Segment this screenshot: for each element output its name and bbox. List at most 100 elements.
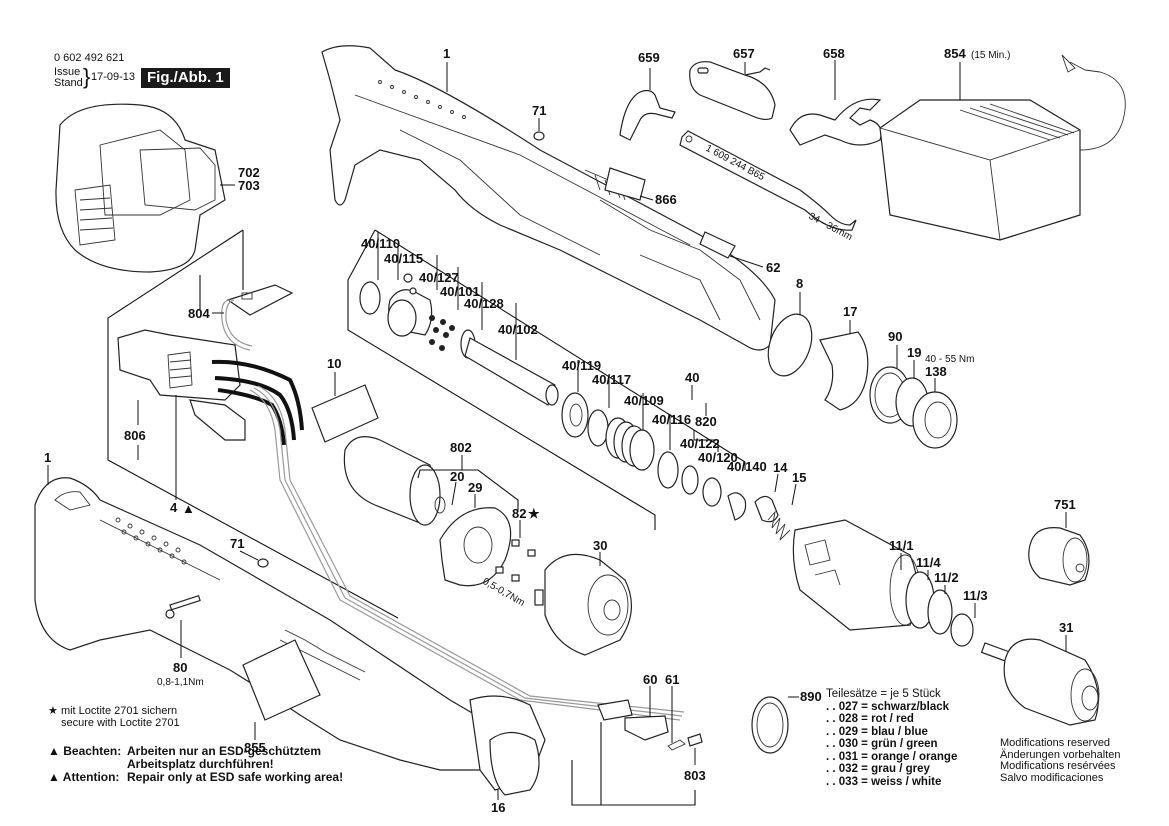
ring-890 xyxy=(751,696,789,754)
group-bracket-40 xyxy=(347,229,656,530)
esd-warning-de: ▲ Beachten: xyxy=(48,745,121,758)
callout-138: 138 xyxy=(925,364,947,379)
callout-40-102: 40/102 xyxy=(498,322,538,337)
callout-30: 30 xyxy=(593,538,607,553)
loctite-en: secure with Loctite 2701 xyxy=(61,717,180,729)
esd-en-label: Attention: xyxy=(62,770,120,784)
callout-60: 60 xyxy=(643,672,657,687)
callout-11-4: 11/4 xyxy=(916,555,941,570)
callout-659: 659 xyxy=(638,50,660,65)
esd-triangle-icon: ▲ xyxy=(182,501,195,516)
callout-40: 40 xyxy=(685,370,699,385)
part-number: 0 602 492 621 xyxy=(54,52,125,64)
callout-11-3: 11/3 xyxy=(963,588,988,603)
callout-1-bottom: 1 xyxy=(44,450,51,465)
callout-803: 803 xyxy=(684,768,706,783)
label-855 xyxy=(242,639,321,721)
esd-en-text: Repair only at ESD safe working area! xyxy=(127,770,344,784)
callout-90: 90 xyxy=(888,329,902,344)
brace: } xyxy=(83,64,91,89)
adapter-751 xyxy=(1028,527,1090,586)
callout-40-117: 40/117 xyxy=(592,372,631,387)
spring-15 xyxy=(767,510,791,541)
head-11-1 xyxy=(792,519,921,631)
charger-854 xyxy=(879,54,1126,241)
screw-80-torque: 0,8-1,1Nm xyxy=(157,677,204,688)
warning-triangle-icon: ▲ xyxy=(48,744,60,758)
clutch-31 xyxy=(980,638,1100,726)
callout-15: 15 xyxy=(792,470,806,485)
figure-label: Fig./Abb. 1 xyxy=(141,68,230,88)
pin-wrench-part-number: 1 609 244 B65 xyxy=(704,143,767,183)
gearbox-30 xyxy=(534,553,633,656)
housing-lower xyxy=(34,477,546,796)
color-set-item: . . 033 = weiss / white xyxy=(826,775,942,788)
callout-4: 4 xyxy=(170,500,178,515)
color-sets-title: Teilesätze = je 5 Stück xyxy=(826,688,941,700)
loctite-note: ★ mit Loctite 2701 sichern xyxy=(48,705,177,717)
callout-40-116: 40/116 xyxy=(652,412,691,427)
callout-40-109: 40/109 xyxy=(624,393,664,408)
callout-703: 703 xyxy=(238,178,260,193)
color-set-item: . . 031 = orange / orange xyxy=(826,750,958,763)
stand-label: Stand xyxy=(54,77,83,89)
callout-702: 702 xyxy=(238,165,260,180)
callout-802: 802 xyxy=(450,440,472,455)
color-set-item: . . 028 = rot / red xyxy=(826,713,914,725)
callout-40-140: 40/140 xyxy=(727,459,767,474)
callout-17: 17 xyxy=(843,304,857,319)
callout-11-2: 11/2 xyxy=(934,570,959,585)
label-62 xyxy=(699,231,736,259)
group-bracket-806 xyxy=(107,229,399,619)
callout-820: 820 xyxy=(695,414,717,429)
modifications-en: Modifications reserved xyxy=(1000,737,1111,749)
modifications-de: Änderungen vorbehalten xyxy=(1000,748,1121,761)
callout-82: 82 xyxy=(512,506,526,521)
issue-label: Issue xyxy=(54,66,81,78)
callout-19: 19 xyxy=(907,345,921,360)
callout-29: 29 xyxy=(468,480,482,495)
callout-40-127: 40/127 xyxy=(419,270,459,285)
callout-71-top: 71 xyxy=(532,103,546,118)
callout-71-bottom: 71 xyxy=(230,536,244,551)
callout-855: 855 xyxy=(244,740,266,755)
cap-71-top xyxy=(533,131,545,141)
esd-de-label: Beachten: xyxy=(63,744,122,758)
pad-10 xyxy=(311,384,379,443)
callout-16: 16 xyxy=(491,800,505,815)
screw-80 xyxy=(165,594,201,619)
switch-4 xyxy=(117,329,246,441)
plate-29 xyxy=(439,507,512,587)
callout-806: 806 xyxy=(124,428,146,443)
color-set-item: . . 030 = grün / green xyxy=(826,738,938,750)
callout-40-101: 40/101 xyxy=(440,284,480,299)
callout-20: 20 xyxy=(450,469,464,484)
cap-71-bottom xyxy=(257,558,269,568)
callout-40-120: 40/120 xyxy=(698,450,738,465)
color-sets-legend: Teilesätze = je 5 Stück . . 027 = schwar… xyxy=(826,688,957,788)
callout-890: 890 xyxy=(800,689,822,704)
esd-warning-en: ▲ Attention: xyxy=(48,771,119,784)
label-866 xyxy=(604,167,646,201)
callout-866: 866 xyxy=(655,192,677,207)
gear-parts xyxy=(359,273,747,521)
bushing-14 xyxy=(754,495,779,523)
warning-triangle-icon: ▲ xyxy=(48,770,60,784)
callout-14: 14 xyxy=(773,460,788,475)
loctite-de: mit Loctite 2701 sichern xyxy=(60,705,178,717)
color-set-item: . . 032 = grau / grey xyxy=(826,763,930,775)
torque-138: 40 - 55 Nm xyxy=(925,354,974,365)
modifications-es: Salvo modificaciones xyxy=(1000,771,1104,784)
sensor-60-61 xyxy=(597,699,703,751)
loctite-star-icon: ★ xyxy=(528,506,540,521)
pin-wrench xyxy=(679,130,857,231)
callout-40-115: 40/115 xyxy=(384,251,423,266)
color-set-item: . . 027 = schwarz/black xyxy=(826,700,950,713)
issue-date: 17-09-13 xyxy=(91,71,136,83)
pcb-804 xyxy=(226,284,294,316)
callout-854: 854 xyxy=(944,46,966,61)
motor xyxy=(343,436,446,526)
callout-80: 80 xyxy=(173,660,187,675)
modifications-fr: Modifications resérvées xyxy=(1000,760,1116,772)
